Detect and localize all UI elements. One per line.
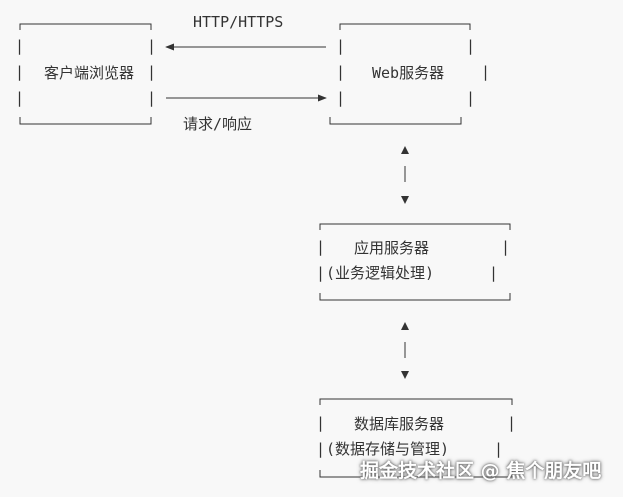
svg-text:|: | bbox=[15, 63, 24, 81]
app-server-sublabel: (业务逻辑处理) bbox=[326, 264, 434, 282]
svg-text:|: | bbox=[316, 414, 325, 432]
svg-text:|: | bbox=[501, 238, 510, 256]
svg-text:|: | bbox=[466, 89, 475, 107]
svg-text:|: | bbox=[147, 89, 156, 107]
web-server-box: | | | | | | Web服务器 bbox=[329, 23, 490, 125]
app-server-label: 应用服务器 bbox=[354, 239, 429, 257]
db-server-label: 数据库服务器 bbox=[354, 415, 444, 433]
svg-text:|: | bbox=[494, 440, 503, 458]
watermark: 掘金技术社区 @ 焦个朋友吧 bbox=[360, 460, 602, 482]
svg-text:|: | bbox=[507, 414, 516, 432]
svg-text:|: | bbox=[481, 63, 490, 81]
client-label: 客户端浏览器 bbox=[44, 64, 134, 82]
request-response-label: 请求/响应 bbox=[183, 115, 252, 133]
svg-text:|: | bbox=[147, 37, 156, 55]
svg-text:|: | bbox=[336, 89, 345, 107]
svg-text:|: | bbox=[15, 37, 24, 55]
svg-text:|: | bbox=[489, 264, 498, 282]
app-db-connector bbox=[401, 322, 409, 379]
protocol-label: HTTP/HTTPS bbox=[193, 13, 283, 31]
app-server-box: || || 应用服务器 (业务逻辑处理) bbox=[316, 223, 511, 301]
svg-text:|: | bbox=[316, 264, 325, 282]
svg-text:|: | bbox=[466, 37, 475, 55]
svg-text:|: | bbox=[316, 440, 325, 458]
svg-text:|: | bbox=[316, 238, 325, 256]
svg-text:|: | bbox=[336, 63, 345, 81]
db-server-sublabel: (数据存储与管理) bbox=[326, 440, 449, 458]
client-box: | | | | | | 客户端浏览器 bbox=[15, 23, 156, 125]
svg-text:|: | bbox=[15, 89, 24, 107]
svg-text:|: | bbox=[147, 63, 156, 81]
web-app-connector bbox=[401, 146, 409, 204]
svg-text:|: | bbox=[336, 37, 345, 55]
db-server-box: || || 数据库服务器 (数据存储与管理) bbox=[316, 398, 516, 478]
web-server-label: Web服务器 bbox=[372, 64, 444, 82]
